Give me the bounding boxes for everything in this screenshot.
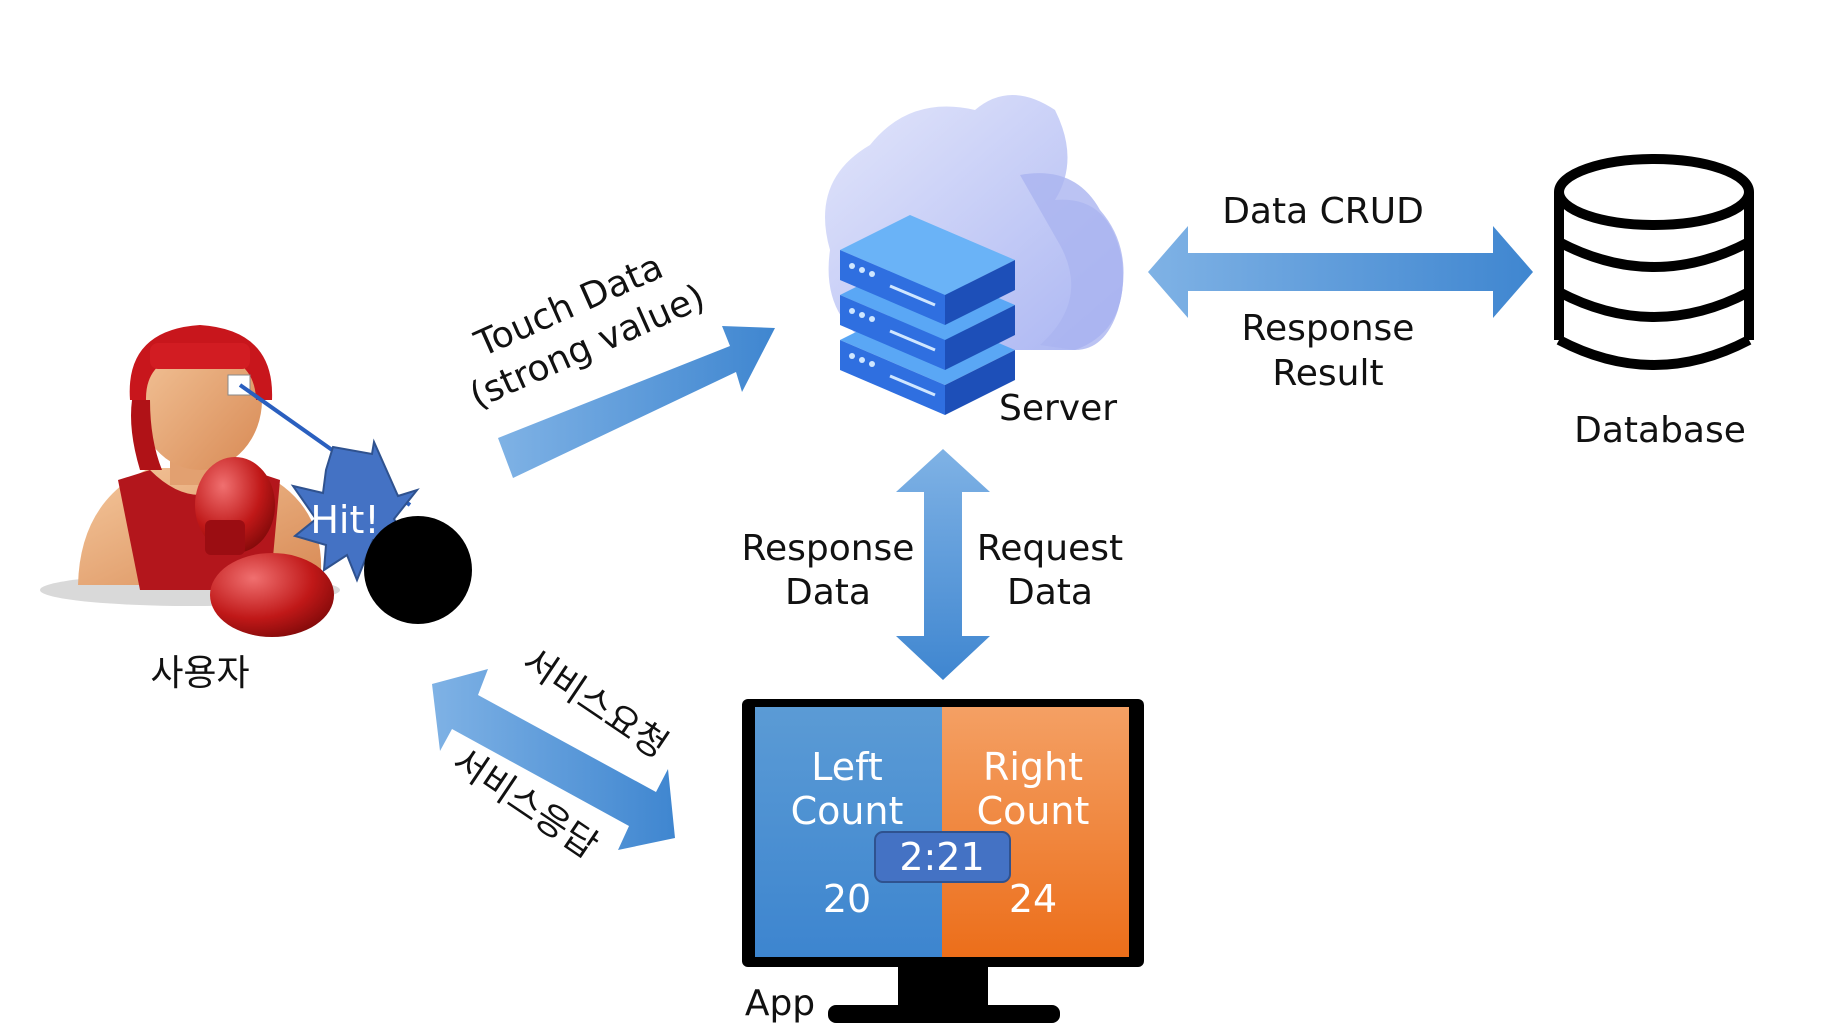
left-count-value: 20 xyxy=(823,877,871,921)
user-label: 사용자 xyxy=(150,653,249,694)
response-data-label: Response Data xyxy=(742,528,915,613)
svg-text:Response: Response xyxy=(742,528,915,569)
server-app-arrow xyxy=(896,449,990,680)
server-label: Server xyxy=(999,388,1117,429)
data-crud-arrow xyxy=(1148,226,1533,318)
touch-sensor-ball xyxy=(364,516,472,624)
data-crud-label: Data CRUD xyxy=(1222,191,1424,232)
user-app-arrow xyxy=(432,669,675,850)
boxer-user-illustration xyxy=(40,325,340,637)
timer-box xyxy=(874,831,1011,883)
right-count-label: Right Count xyxy=(977,745,1090,833)
touch-data-arrow xyxy=(498,326,775,478)
database-icon xyxy=(1554,154,1754,370)
request-data-label: Request Data xyxy=(977,528,1123,613)
svg-text:Count: Count xyxy=(791,789,904,833)
svg-text:Response: Response xyxy=(1242,308,1415,349)
svg-text:Request: Request xyxy=(977,528,1123,569)
right-count-value: 24 xyxy=(1009,877,1057,921)
svg-text:Data: Data xyxy=(1007,572,1093,613)
svg-text:Result: Result xyxy=(1272,353,1383,394)
response-result-label: Response Result xyxy=(1242,308,1415,394)
hit-label: Hit! xyxy=(310,498,379,542)
svg-text:Right: Right xyxy=(983,745,1083,789)
svg-text:Left: Left xyxy=(811,745,883,789)
svg-text:Count: Count xyxy=(977,789,1090,833)
database-label: Database xyxy=(1574,410,1746,451)
server-stack-icon xyxy=(840,215,1015,415)
left-count-label: Left Count xyxy=(791,745,904,833)
app-label: App xyxy=(745,983,815,1024)
svg-text:Data: Data xyxy=(785,572,871,613)
boxing-glove-icon xyxy=(210,553,334,637)
timer-value: 2:21 xyxy=(899,835,984,879)
hit-starburst-icon xyxy=(290,438,420,583)
